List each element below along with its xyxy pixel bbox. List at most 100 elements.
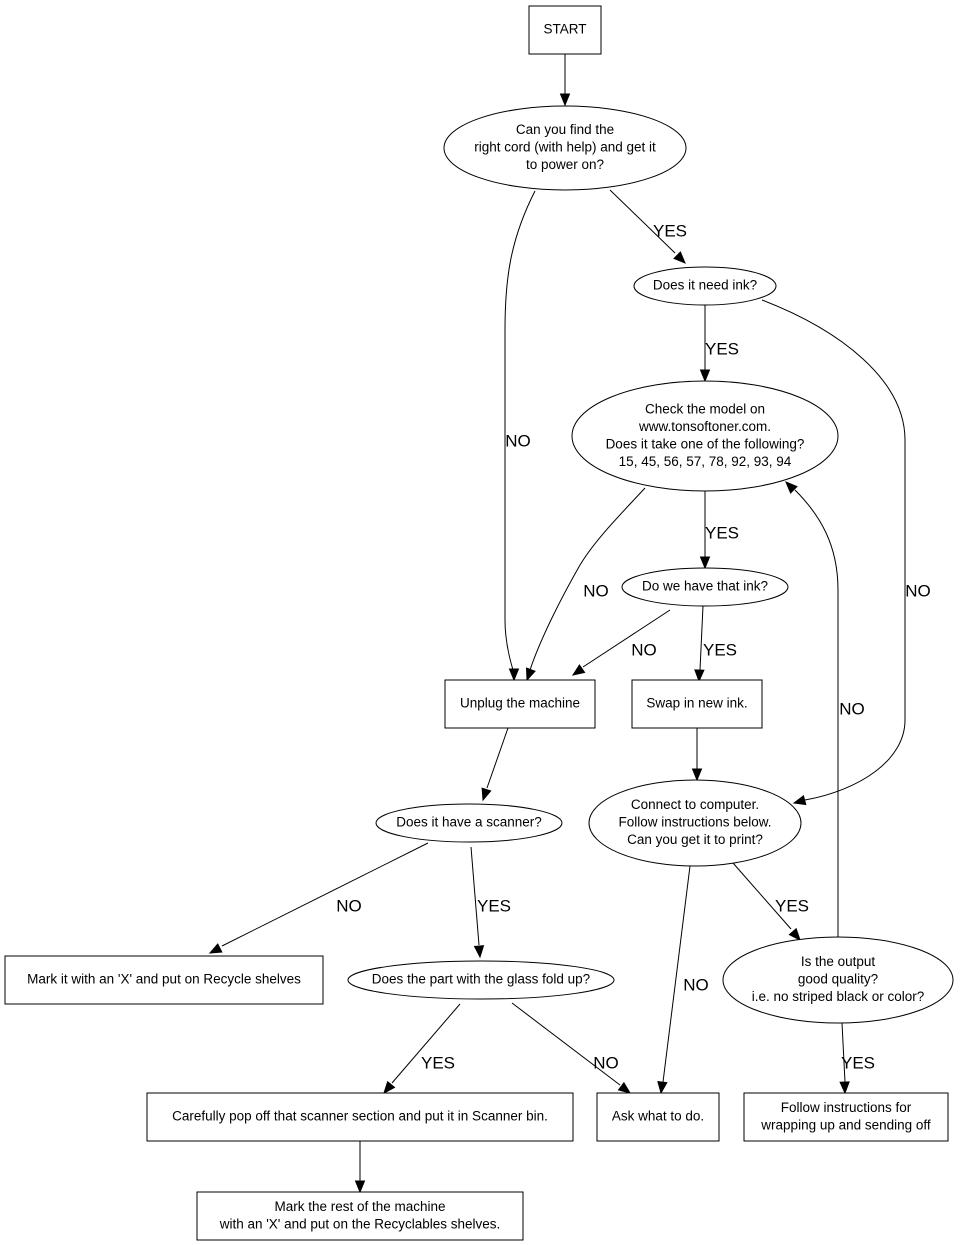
edge-label-no: NO (839, 699, 865, 718)
node-quality[interactable]: Is the output good quality? i.e. no stripe… (722, 936, 954, 1024)
arrowhead-icon (571, 664, 586, 676)
edge-line (699, 605, 704, 671)
node-start[interactable]: START (528, 5, 602, 55)
node-label: Does it need ink? (653, 278, 757, 293)
edge-label-yes: YES (841, 1053, 875, 1072)
node-swap-ink[interactable]: Swap in new ink. (631, 679, 763, 729)
arrowhead-icon (508, 668, 520, 682)
node-label: wrapping up and sending off (760, 1117, 931, 1132)
node-check-model[interactable]: Check the model on www.tonsoftoner.com. Do… (571, 380, 839, 492)
edge-line (504, 190, 536, 671)
decision-ellipse (722, 936, 954, 1024)
decision-ellipse (588, 779, 802, 867)
node-label: Check the model on (645, 401, 765, 416)
node-label: with an 'X' and put on the Recyclables s… (219, 1216, 501, 1231)
process-box (631, 679, 763, 729)
arrowhead-icon (657, 1080, 668, 1095)
edge-cord-to-need_ink: YES (609, 189, 687, 264)
process-box (444, 679, 596, 729)
edge-line (529, 487, 646, 671)
node-label: Is the output (801, 954, 876, 969)
edge-line (391, 1003, 461, 1084)
edge-label-yes: YES (775, 896, 809, 915)
node-label: 15, 45, 56, 57, 78, 92, 93, 94 (619, 454, 792, 469)
process-box (4, 955, 324, 1005)
edge-cord-to-unplug: NO (504, 190, 536, 682)
edge-label-yes: YES (705, 523, 739, 542)
arrowhead-icon (673, 251, 686, 264)
node-pop-off[interactable]: Carefully pop off that scanner section a… (146, 1092, 574, 1142)
node-label: Ask what to do. (612, 1109, 704, 1124)
edge-check_model-to-unplug: NO (526, 487, 646, 682)
node-label: to power on? (526, 157, 604, 172)
edge-line (841, 1022, 846, 1083)
node-label: Follow instructions for (781, 1100, 912, 1115)
node-label: www.tonsoftoner.com. (638, 419, 771, 434)
node-label: Mark it with an 'X' and put on Recycle s… (27, 972, 301, 987)
edge-line (221, 842, 429, 947)
edge-line (486, 727, 509, 789)
node-mark-x[interactable]: Mark it with an 'X' and put on Recycle s… (4, 955, 324, 1005)
arrowhead-icon (792, 794, 807, 806)
node-mark-rest[interactable]: Mark the rest of the machine with an 'X' … (196, 1191, 524, 1241)
arrowhead-icon (694, 669, 705, 683)
edge-label-yes: YES (477, 896, 511, 915)
arrowhead-icon (699, 369, 711, 383)
arrowhead-icon (617, 1081, 632, 1094)
process-box (596, 1092, 720, 1142)
node-connect[interactable]: Connect to computer.Follow instructions … (588, 779, 802, 867)
node-label: Does it take one of the following? (606, 436, 805, 451)
node-label: Unplug the machine (460, 696, 580, 711)
node-label: Swap in new ink. (646, 696, 747, 711)
edge-unplug-to-scanner (481, 727, 509, 802)
process-box (743, 1092, 949, 1142)
node-label: i.e. no striped black or color? (752, 989, 925, 1004)
process-box (196, 1191, 524, 1241)
arrowhead-icon (383, 1080, 396, 1095)
edge-label-no: NO (905, 581, 931, 600)
node-wrap-up[interactable]: Follow instructions for wrapping up and s… (743, 1092, 949, 1142)
node-label: good quality? (798, 972, 878, 987)
arrowhead-icon (354, 1180, 366, 1194)
edge-label-no: NO (505, 431, 531, 450)
edge-label-yes: YES (653, 221, 687, 240)
decision-ellipse (375, 803, 563, 843)
arrowhead-icon (839, 1081, 850, 1095)
node-label: right cord (with help) and get it (474, 140, 656, 155)
process-box (528, 5, 602, 55)
edge-line (609, 189, 676, 254)
node-label: START (543, 22, 586, 37)
arrowhead-icon (699, 556, 711, 570)
edge-need_ink-to-check_model: YES (699, 305, 739, 383)
edge-line (761, 299, 906, 801)
node-ask[interactable]: Ask what to do. (596, 1092, 720, 1142)
edge-label-no: NO (631, 640, 657, 659)
node-have-ink[interactable]: Do we have that ink? (621, 567, 789, 607)
arrowhead-icon (788, 927, 801, 941)
node-label: Mark the rest of the machine (274, 1199, 445, 1214)
decision-ellipse (633, 266, 777, 306)
decision-ellipse (347, 960, 615, 1000)
edge-line (470, 846, 480, 946)
node-glass[interactable]: Does the part with the glass fold up? (347, 960, 615, 1000)
edge-scanner-to-mark_x: NO (208, 842, 429, 954)
decision-ellipse (621, 567, 789, 607)
arrowhead-icon (559, 93, 571, 107)
edge-label-yes: YES (705, 339, 739, 358)
node-scanner[interactable]: Does it have a scanner? (375, 803, 563, 843)
process-box (146, 1092, 574, 1142)
edge-line (662, 865, 691, 1083)
node-unplug[interactable]: Unplug the machine (444, 679, 596, 729)
arrowhead-icon (208, 943, 223, 954)
node-label: Follow instructions below. (618, 815, 771, 830)
arrowhead-icon (691, 768, 703, 782)
edge-check_model-to-have_ink: YES (699, 491, 739, 570)
node-label: Carefully pop off that scanner section a… (172, 1109, 548, 1124)
node-need-ink[interactable]: Does it need ink? (633, 266, 777, 306)
edge-pop_off-to-mark_rest (354, 1141, 366, 1194)
decision-ellipse (443, 105, 687, 191)
edge-have_ink-to-unplug: NO (571, 609, 671, 676)
